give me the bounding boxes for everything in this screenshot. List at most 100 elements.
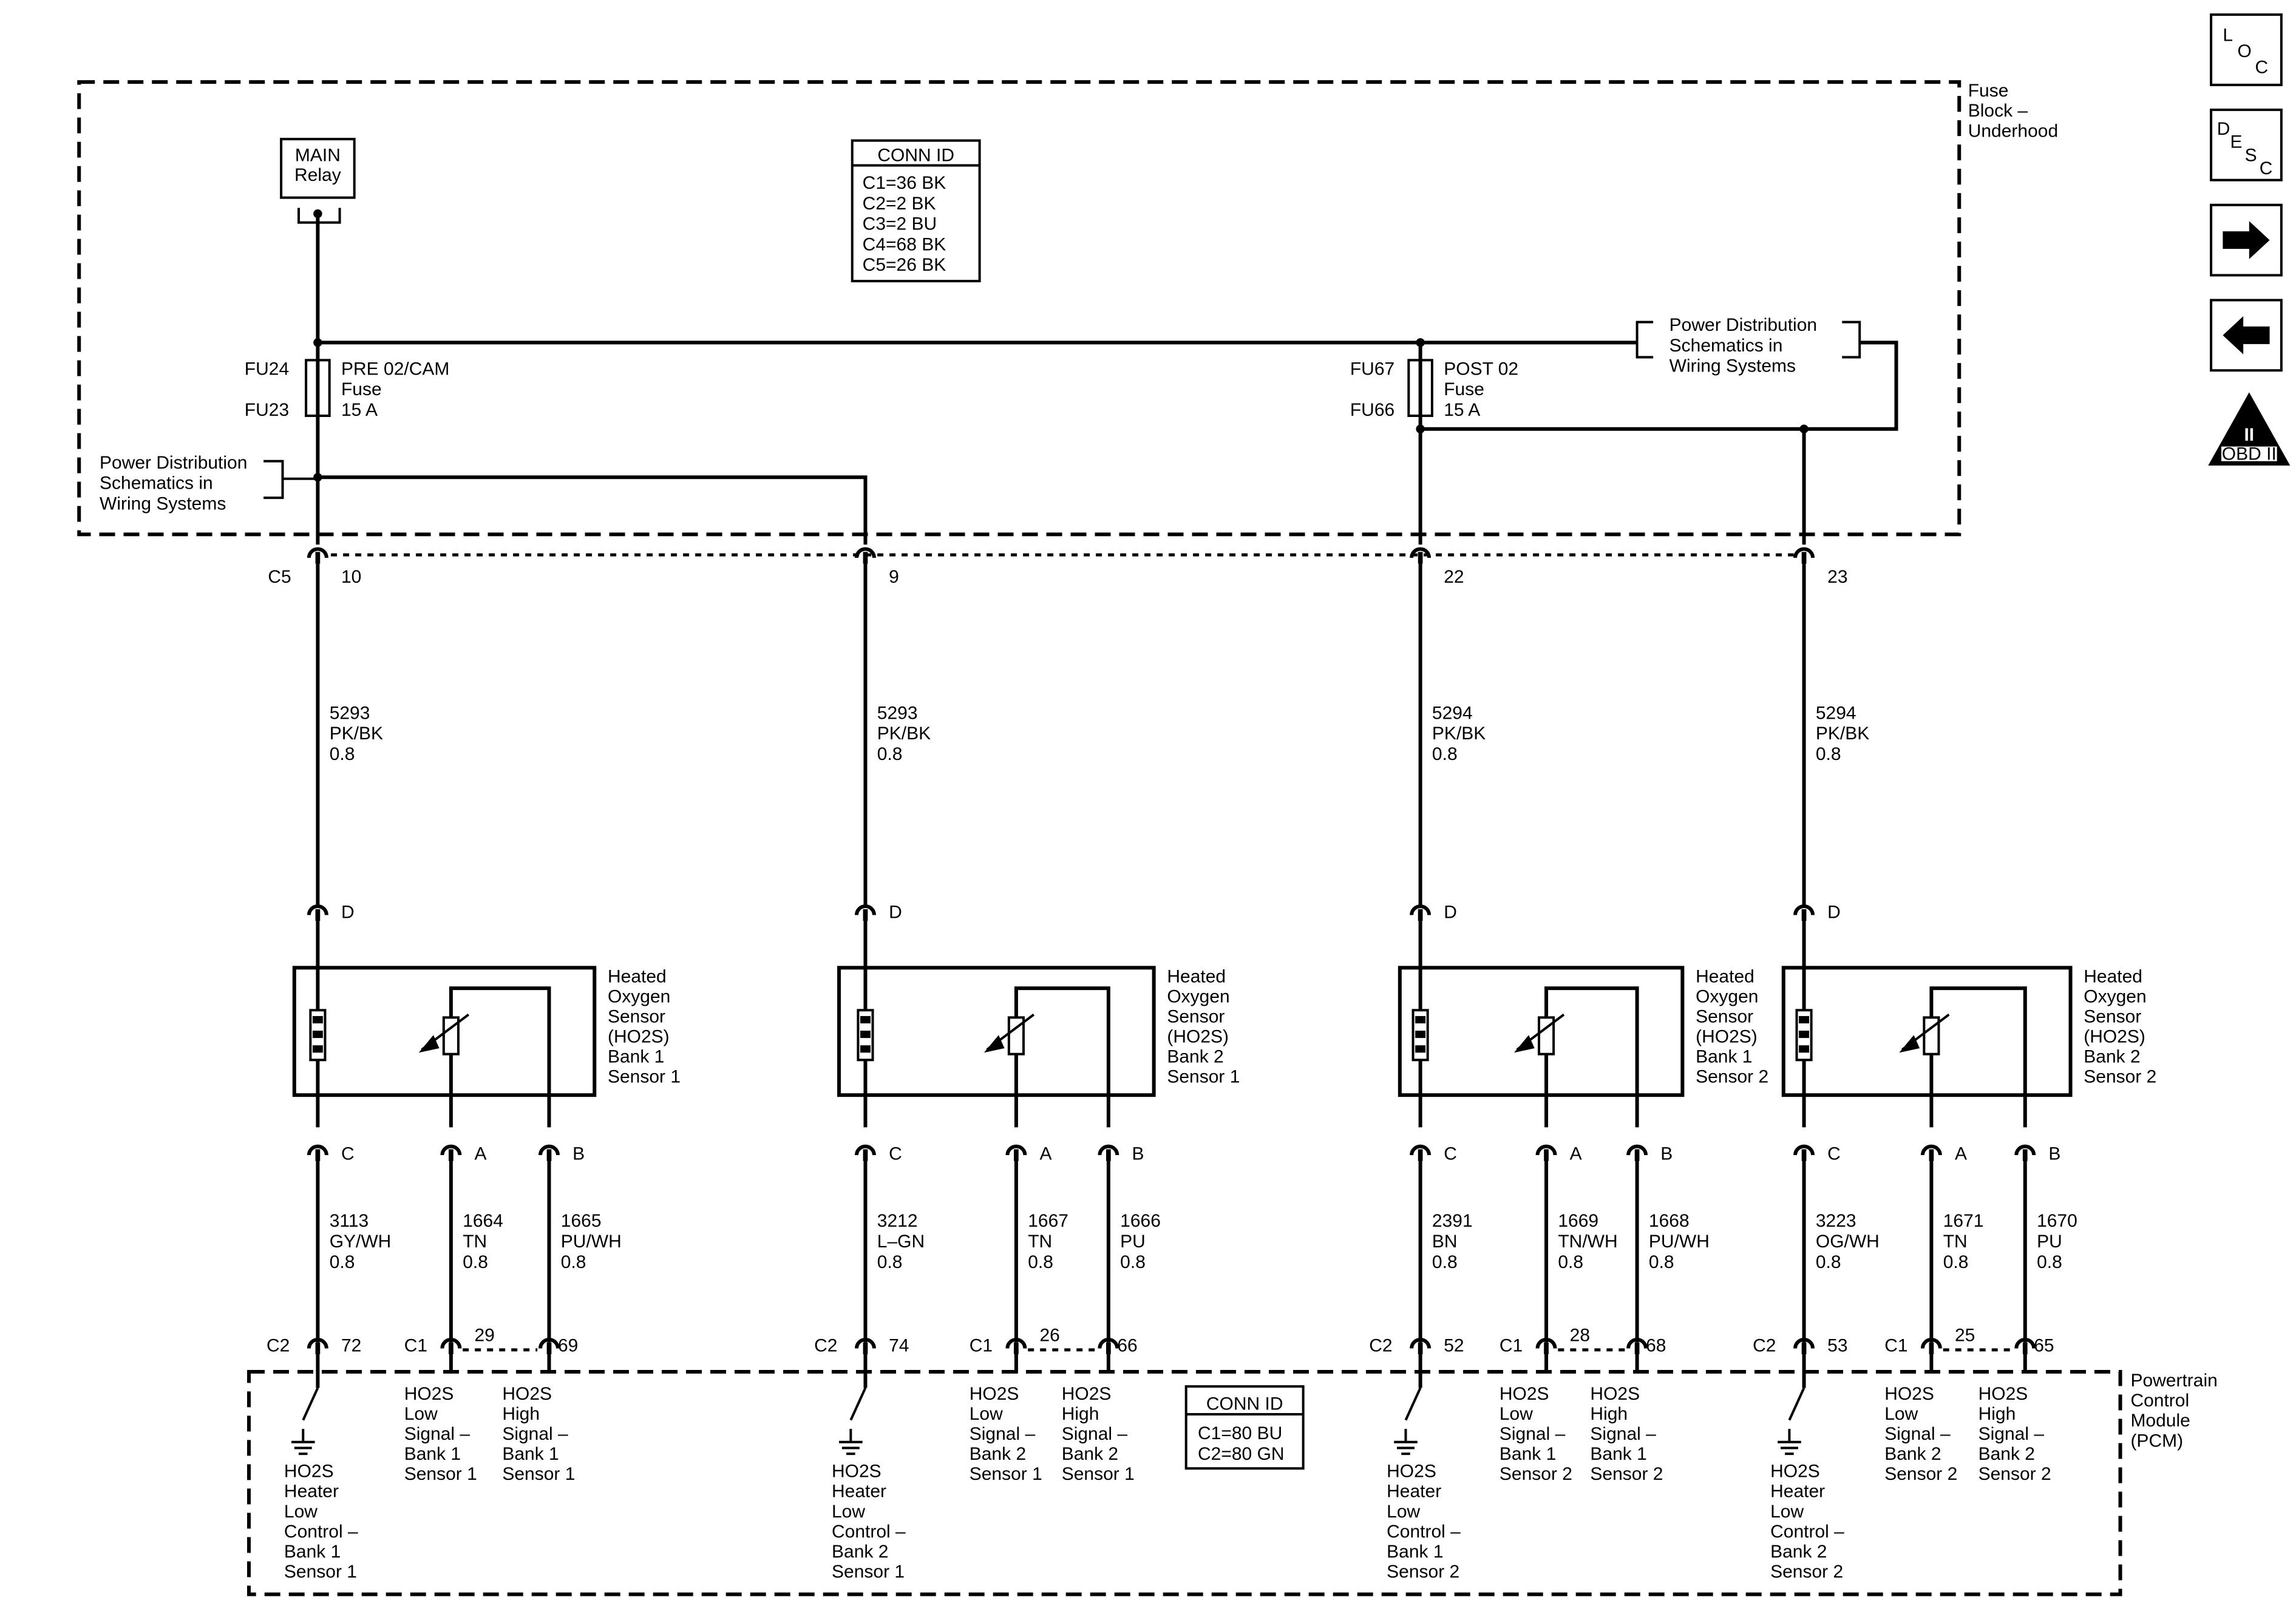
pcm-low-signal-label-line: Sensor 1 <box>404 1464 477 1484</box>
pcm-heater-pin: 74 <box>889 1335 909 1355</box>
pin-b-terminal <box>538 1144 560 1161</box>
terminal-pin <box>1418 552 1423 564</box>
pin-a-label: A <box>1040 1144 1052 1164</box>
sensor-name-line: Sensor 1 <box>1167 1067 1240 1087</box>
heater-segment <box>312 1045 323 1053</box>
conn-id-list-line: C3=2 BU <box>863 214 937 234</box>
wire-a-label-line: TN/WH <box>1558 1232 1617 1252</box>
pin-a-terminal <box>1005 1144 1027 1161</box>
pcm-conn-id-list-line: C2=80 GN <box>1198 1444 1285 1464</box>
terminal-arc <box>1005 1338 1027 1349</box>
pcm-high-signal-label-line: Bank 2 <box>1978 1444 2035 1464</box>
terminal-arc <box>1920 1144 1942 1156</box>
terminal-pin <box>449 1149 453 1161</box>
post02-splice-wire <box>1420 341 1898 431</box>
power-dist-ref-right-line: Power Distribution <box>1669 315 1817 335</box>
bus-splice <box>313 338 322 347</box>
pcm-heater-label-line: Bank 2 <box>1770 1542 1827 1562</box>
pin-a-label: A <box>1570 1144 1582 1164</box>
wire-a-label-line: 0.8 <box>463 1252 488 1272</box>
pcm-high-signal-label-line: HO2S <box>1978 1384 2028 1404</box>
wire-c-label-line: 0.8 <box>1432 1252 1458 1272</box>
arrow-head <box>1899 1035 1920 1053</box>
wire-c-label-line: OG/WH <box>1816 1232 1880 1252</box>
pcm-high-signal-label-line: High <box>1590 1404 1628 1424</box>
pcm-heater-label-line: Control – <box>1387 1522 1461 1542</box>
pcm-low-signal-label-line: Bank 1 <box>1500 1444 1556 1464</box>
conn-id-list-line: C2=2 BK <box>863 194 936 214</box>
pcm-low-pin: 29 <box>474 1325 494 1345</box>
pcm-high-signal-label-line: Signal – <box>1978 1424 2045 1444</box>
terminal-pin <box>1418 909 1423 921</box>
wire-a-label-line: 1667 <box>1028 1211 1068 1231</box>
pin-b-label: B <box>572 1144 585 1164</box>
terminal-arc <box>307 904 328 915</box>
pcm-high-signal-label-line: High <box>1062 1404 1099 1424</box>
pcm-heater-label-line: Control – <box>832 1522 906 1542</box>
pcm-heater-pin: 52 <box>1444 1335 1464 1355</box>
wire-a-label-line: TN <box>1943 1232 1968 1252</box>
terminal-pin <box>1106 1149 1111 1161</box>
sensor-name-line: Bank 2 <box>2084 1047 2140 1067</box>
oxygen-sensing-element-icon <box>983 1013 1035 1056</box>
pcm-conn-id-box <box>1184 1385 1305 1470</box>
pin-a-terminal <box>1535 1144 1557 1161</box>
loc-icon[interactable]: LOC <box>2210 13 2283 86</box>
heater-segment <box>1799 1015 1810 1023</box>
wire-b-label-line: PU <box>1120 1232 1146 1252</box>
pcm-high-signal-label-line: HO2S <box>502 1384 552 1404</box>
pcm-title-line: Powertrain <box>2130 1371 2217 1391</box>
terminal-arc <box>538 1338 560 1349</box>
pin-a-label: A <box>1955 1144 1967 1164</box>
pin-c-label: C <box>1444 1144 1457 1164</box>
pcm-low-signal-label-line: HO2S <box>1884 1384 1934 1404</box>
pcm-heater-label-line: Sensor 2 <box>1387 1562 1459 1582</box>
terminal-pin <box>1014 1149 1019 1161</box>
pcm-low-pin: 25 <box>1955 1325 1975 1345</box>
pin-b-terminal <box>2014 1144 2036 1161</box>
switch-blade <box>849 1387 867 1421</box>
pcm-high-pin: 68 <box>1646 1335 1666 1355</box>
terminal-pin <box>2022 1149 2028 1161</box>
terminal-pin <box>1929 1149 1934 1161</box>
pcm-c2-terminal <box>1410 1338 1432 1355</box>
pin-b-label: B <box>1660 1144 1673 1164</box>
pcm-high-signal-label-line: Sensor 1 <box>502 1464 575 1484</box>
sensor-circuit-1: 105293PK/BK0.8DHeatedOxygenSensor(HO2S)B… <box>267 547 681 1582</box>
wire-c-label-line: GY/WH <box>330 1232 392 1252</box>
pcm-c1-label: C1 <box>404 1335 427 1355</box>
terminal-arc <box>2014 1144 2036 1156</box>
wire-a-label-line: 0.8 <box>1943 1252 1969 1272</box>
pin-b-terminal <box>1098 1144 1119 1161</box>
wire-b-label-line: 0.8 <box>1120 1252 1146 1272</box>
pcm-heater-label-line: Low <box>832 1502 865 1522</box>
fuse-post02-label-line: POST 02 <box>1444 359 1518 379</box>
arrow-left-icon[interactable] <box>2210 299 2283 372</box>
terminal-arc <box>1410 1144 1432 1156</box>
sensor-name-line: Oxygen <box>1696 986 1758 1006</box>
pcm-high-signal-label-line: HO2S <box>1062 1384 1112 1404</box>
post02-splice <box>1416 424 1425 433</box>
pin-d-label: D <box>889 902 902 922</box>
pcm-c2-terminal <box>1793 1338 1815 1355</box>
terminal-pin <box>1106 1342 1111 1355</box>
obd-text: OBD II <box>2222 444 2277 464</box>
next-button-frame <box>2210 203 2283 277</box>
arrow-right-icon[interactable] <box>2210 203 2283 277</box>
pcm-title-line: Control <box>2130 1391 2189 1411</box>
wire-c-label-line: 3223 <box>1816 1211 1856 1231</box>
pcm-heater-label-line: Low <box>1387 1502 1420 1522</box>
pcm-c2-terminal <box>307 1338 328 1355</box>
